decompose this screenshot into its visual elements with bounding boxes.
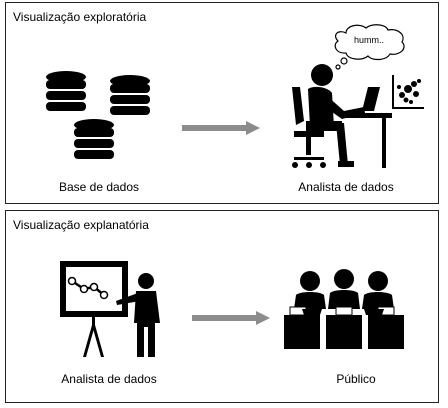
arrow-right-icon [192,311,270,325]
presenter-icon [60,261,160,357]
exploratory-panel: Visualização exploratória [5,2,439,204]
thought-bubble-text: humm.. [354,35,385,45]
arrow-right-icon [182,121,260,135]
analyst-label: Analista de dados [298,180,394,194]
audience-icon [284,269,404,349]
thought-bubble-icon [334,24,405,70]
database-icon [46,71,150,159]
presenter-label: Analista de dados [61,372,157,386]
explanatory-title: Visualização explanatória [13,218,149,232]
audience-label: Público [336,372,376,386]
analyst-at-computer-icon [292,64,392,168]
scatter-chart-icon [392,75,424,109]
database-label: Base de dados [58,180,140,194]
exploratory-title: Visualização exploratória [13,10,147,24]
explanatory-panel: Visualização explanatória Analista de da… [5,210,439,403]
